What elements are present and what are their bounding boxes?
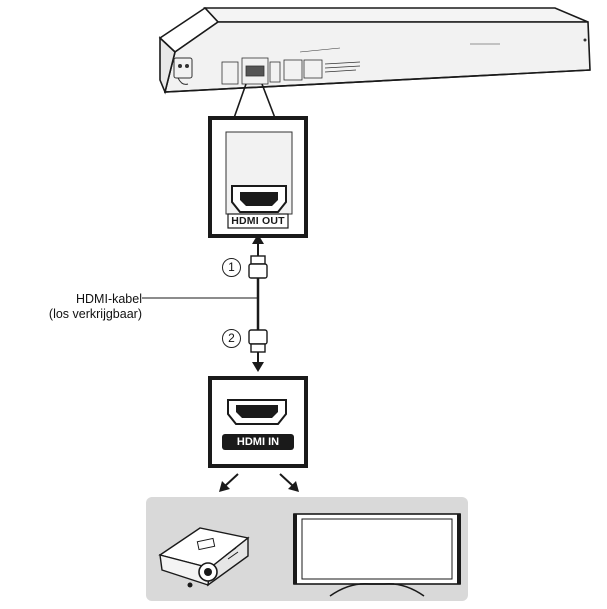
arrow-down-left-icon [219,481,230,492]
projector-icon [158,527,250,588]
cable-label: HDMI-kabel (los verkrijgbaar) [18,292,142,322]
hdmi-out-label: HDMI OUT [231,215,285,227]
zoom-callout [233,83,276,119]
cable-plug-bottom-icon [248,329,268,353]
cable-plug-top-icon [248,255,268,279]
arrow-up-icon [252,234,264,244]
hdmi-cable [142,234,268,372]
hdmi-in-panel [208,376,308,468]
blu-ray-player [158,6,591,95]
hdmi-in-port-icon [227,399,287,425]
hdmi-in-label: HDMI IN [236,436,280,448]
step-1-marker: 1 [222,258,241,277]
hdmi-out-panel [208,116,308,238]
television-icon [293,513,461,597]
arrow-down-right-icon [288,481,299,492]
step-2-marker: 2 [222,329,241,348]
cable-label-line1: HDMI-kabel [76,292,142,306]
cable-label-line2: (los verkrijgbaar) [48,307,142,321]
rear-ports [221,43,500,85]
split-arrows [219,473,299,492]
arrow-down-icon [252,362,264,372]
hdmi-out-port-icon [231,185,287,213]
power-inlet [173,57,193,85]
